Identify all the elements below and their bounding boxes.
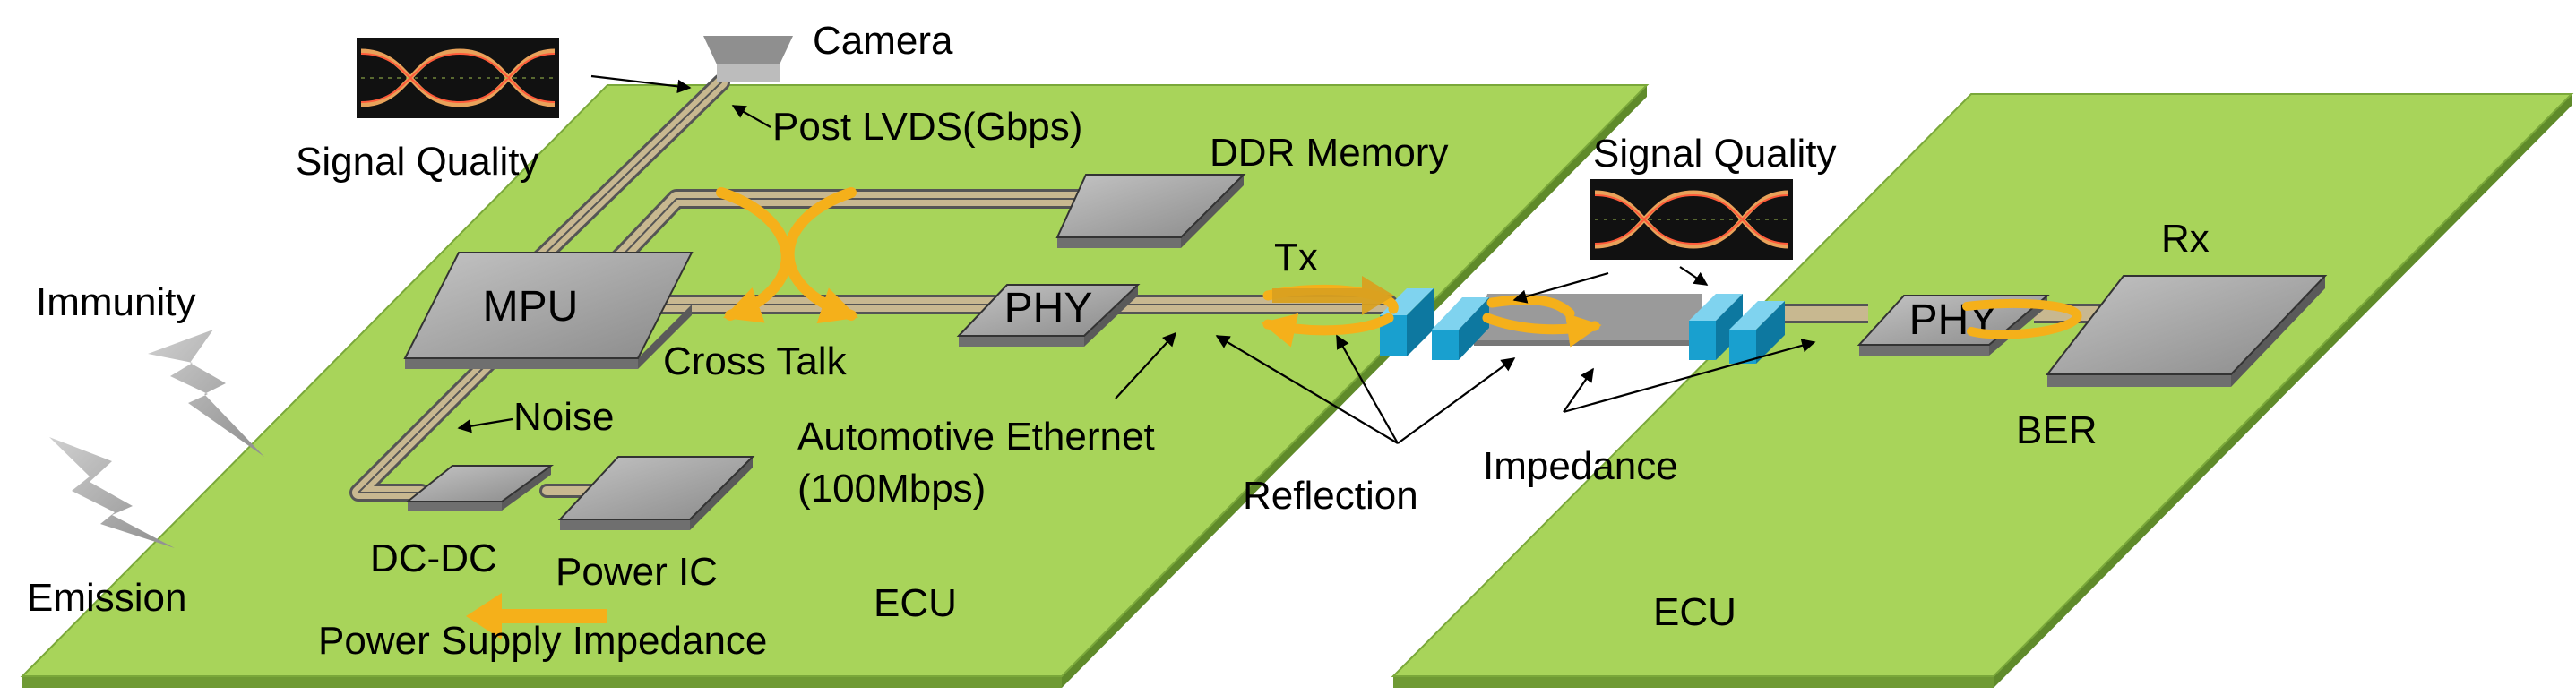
signal-quality-right-label: Signal Quality (1593, 132, 1836, 176)
ecu-right-label: ECU (1653, 590, 1736, 634)
phy-chip-left: PHY (956, 284, 1141, 347)
cross-talk-label: Cross Talk (663, 339, 848, 383)
reflection-label: Reflection (1243, 474, 1418, 518)
rx-loop-arrow (1962, 298, 2082, 339)
power-supply-impedance-arrow (466, 593, 607, 639)
left-ecu-board (20, 84, 1650, 688)
phy-left-label: PHY (1004, 285, 1093, 332)
emission-label: Emission (27, 576, 187, 620)
rx-chip (2045, 275, 2328, 387)
automotive-ethernet-label: Automotive Ethernet (797, 415, 1155, 459)
mpu-label: MPU (483, 283, 579, 330)
crosstalk-arrows (716, 187, 858, 324)
noise-label: Noise (513, 395, 615, 439)
power-ic-label: Power IC (556, 550, 718, 594)
automotive-ethernet-speed-label: (100Mbps) (797, 467, 986, 511)
traces-left (349, 73, 1399, 502)
connector-icon (1689, 294, 1785, 364)
impedance-label: Impedance (1483, 444, 1678, 488)
ecu-left-label: ECU (874, 581, 957, 625)
tx-label: Tx (1274, 236, 1318, 279)
pointer-arrows (457, 74, 1816, 444)
signal-quality-left-label: Signal Quality (296, 140, 538, 184)
right-ecu-board (1391, 93, 2574, 688)
eye-diagram-icon (357, 38, 559, 118)
camera-icon (703, 36, 793, 82)
power-supply-impedance-label: Power Supply Impedance (318, 619, 767, 663)
ddr-memory-chip (1055, 174, 1246, 248)
ddr-memory-label: DDR Memory (1210, 131, 1448, 175)
power-ic-chip (557, 456, 755, 530)
lightning-bolt-icon (148, 330, 264, 457)
immunity-label: Immunity (36, 280, 195, 324)
eye-diagram-icon (1590, 179, 1793, 260)
tx-top-arrow (1272, 276, 1394, 315)
ber-label: BER (2016, 408, 2097, 452)
camera-label: Camera (813, 19, 953, 63)
dc-dc-chip (405, 465, 555, 511)
dc-dc-label: DC-DC (370, 536, 497, 580)
rx-label: Rx (2161, 217, 2210, 261)
lightning-bolt-icon (49, 437, 175, 548)
post-lvds-label: Post LVDS(Gbps) (772, 105, 1082, 149)
mpu-chip: MPU (403, 252, 694, 369)
